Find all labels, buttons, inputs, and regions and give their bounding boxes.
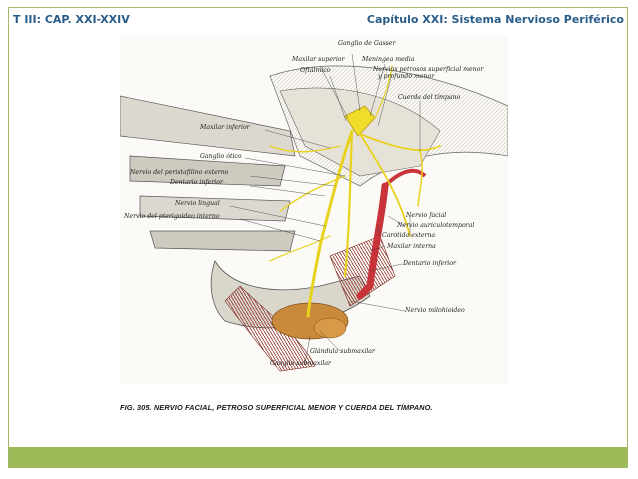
label-nervio-lingual: Nervio lingual — [175, 200, 220, 207]
nerve-paths — [269, 65, 441, 318]
label-ganglio-submaxilar: Ganglio submaxilar — [270, 360, 331, 367]
footer-bar — [9, 447, 627, 467]
label-ganglio-otico: Ganglio ótico — [200, 153, 242, 160]
label-ganglio-gasser: Ganglio de Gasser — [338, 40, 396, 47]
label-pterigoideo: Nervio del pterigoideo interno — [124, 213, 220, 220]
label-carotida-externa: Carótida externa — [382, 232, 436, 239]
anatomy-drawing — [120, 36, 508, 384]
leader-lines — [229, 53, 421, 365]
label-peristafilino: Nervio del peristafilino externo — [130, 169, 229, 176]
label-milohioideo: Nervio milohioideo — [405, 307, 465, 314]
label-oftalmico: Oftálmico — [300, 67, 331, 74]
label-maxilar-interna: Maxilar interna — [387, 243, 436, 250]
carotid-artery — [356, 182, 389, 300]
label-glandula-submaxilar: Glándula submaxilar — [310, 348, 375, 355]
label-petrosos-2: y profundo menor — [378, 73, 435, 80]
label-meningea-media: Meningea media — [362, 56, 415, 63]
label-dentario-inferior-left: Dentario inferior — [170, 179, 223, 186]
section-title: Capítulo XXI: Sistema Nervioso Periféric… — [366, 13, 624, 26]
label-petrosos-1: Nervios petrosos superficial menor — [373, 66, 484, 73]
chapter-title: T III: CAP. XXI-XXIV — [13, 13, 130, 26]
label-nervio-facial: Nervio facial — [406, 212, 447, 219]
label-maxilar-inferior: Maxilar inferior — [200, 124, 250, 131]
anatomy-illustration: Ganglio de Gasser Maxilar superior Menin… — [120, 36, 508, 384]
figure-caption: FIG. 305. NERVIO FACIAL, PETROSO SUPERFI… — [120, 403, 433, 412]
label-auriculotemporal: Nervio auriculotemporal — [397, 222, 475, 229]
label-dentario-inferior-right: Dentario inferior — [403, 260, 456, 267]
label-cuerda-timpano: Cuerda del tímpano — [398, 94, 461, 101]
label-maxilar-superior: Maxilar superior — [292, 56, 345, 63]
